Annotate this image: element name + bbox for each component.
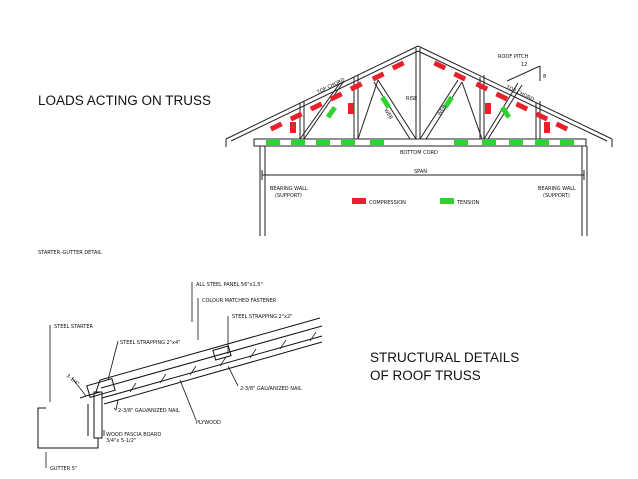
label-all-steel-panel: ALL STEEL PANEL 56"x1.5" (196, 282, 263, 288)
compression-marker (515, 101, 529, 112)
detail-title: STARTER–GUTTER DETAIL (38, 250, 102, 256)
tension-markers (266, 95, 574, 204)
leader-plywood (179, 379, 197, 421)
dim-3-1-4-line (71, 377, 87, 397)
compression-marker (269, 121, 283, 132)
pitch-symbol (506, 65, 541, 82)
tension-marker (266, 140, 280, 145)
tension-marker (560, 140, 574, 145)
legend-tension-swatch (440, 198, 454, 204)
label-steel-starter: STEEL STARTER (54, 324, 94, 330)
label-fascia-2: 3/4"x 5-1/2" (106, 438, 136, 444)
tension-marker (500, 105, 512, 119)
compression-marker (309, 101, 323, 112)
compression-marker (289, 111, 303, 122)
compression-marker (329, 91, 343, 102)
tension-marker (509, 140, 523, 145)
span-label: SPAN (414, 169, 427, 175)
tension-marker (325, 105, 337, 119)
compression-marker (290, 122, 296, 133)
tension-marker (370, 140, 384, 145)
label-steel-strapping-2x4: STEEL STRAPPING 2"x4" (120, 340, 180, 346)
label-dim-3-1-4: 3-1/4" (65, 373, 81, 387)
tension-marker (454, 140, 468, 145)
leader-strapping-2x4 (107, 340, 119, 381)
label-fascia-1: WOOD FASCIA BOARD (106, 432, 161, 438)
compression-marker (475, 81, 489, 92)
wood-fascia-board (93, 391, 103, 439)
bearing-wall-right-support: (SUPPORT) (543, 193, 570, 199)
label-nail-left: 2-3/8" GALVANIZED NAIL (118, 408, 180, 414)
legend-compression-swatch (352, 198, 366, 204)
bearing-wall-left-support: (SUPPORT) (275, 193, 302, 199)
legend-tension-label: TENSION (456, 200, 480, 206)
compression-marker (348, 103, 354, 114)
legend-compression-label: COMPRESSION (369, 200, 406, 206)
gutter (37, 407, 99, 449)
compression-markers (269, 60, 569, 204)
web-label: WEB (382, 108, 394, 121)
top-chord-right (417, 45, 613, 140)
pitch-run-label: 8 (543, 74, 546, 80)
label-colour-fastener: COLOUR MATCHED FASTENER (202, 298, 277, 304)
tension-marker (535, 140, 549, 145)
leader-nail-right (227, 365, 239, 387)
compression-marker (495, 91, 509, 102)
steel-panel (95, 317, 321, 393)
web-label-2: WEB (437, 104, 449, 117)
tension-marker (482, 140, 496, 145)
bearing-wall-left-label: BEARING WALL (270, 186, 308, 192)
compression-marker (371, 71, 385, 82)
caption-structural-line-2: OF ROOF TRUSS (370, 368, 481, 383)
plywood-deck (101, 335, 323, 399)
compression-marker (433, 60, 447, 71)
compression-marker (544, 122, 550, 133)
tension-marker (291, 140, 305, 145)
compression-marker (453, 71, 467, 82)
roof-pitch-label: ROOF PITCH (498, 54, 529, 60)
label-nail-right: 2-3/8" GALVANIZED NAIL (240, 386, 302, 392)
label-gutter: GUTTER 5" (50, 466, 77, 472)
compression-marker (391, 60, 405, 71)
leader-nail-left (113, 399, 119, 411)
tension-marker (316, 140, 330, 145)
tension-marker (380, 95, 391, 109)
rise-label: RISE (406, 96, 417, 102)
compression-marker (349, 81, 363, 92)
compression-marker (535, 111, 549, 122)
tension-marker (443, 95, 454, 109)
steel-strapping-2x2-block (212, 345, 232, 361)
label-plywood: PLYWOOD (196, 420, 221, 426)
bearing-wall-right-label: BEARING WALL (538, 186, 576, 192)
label-steel-strapping-2x2: STEEL STRAPPING 2"x2" (232, 314, 292, 320)
compression-marker (485, 103, 491, 114)
caption-structural-details: STRUCTURAL DETAILS OF ROOF TRUSS (370, 349, 570, 385)
bottom-cord-label: BOTTOM CORD (400, 150, 438, 156)
compression-marker (555, 121, 569, 132)
caption-loads-acting-on-truss: LOADS ACTING ON TRUSS (38, 93, 212, 108)
tension-marker (341, 140, 355, 145)
steel-strapping-2x4-block (86, 378, 116, 398)
top-chord-left (225, 45, 419, 140)
caption-structural-line-1: STRUCTURAL DETAILS (370, 350, 520, 365)
plywood-hatching (129, 331, 317, 393)
pitch-rise-label: 12 (521, 62, 527, 68)
